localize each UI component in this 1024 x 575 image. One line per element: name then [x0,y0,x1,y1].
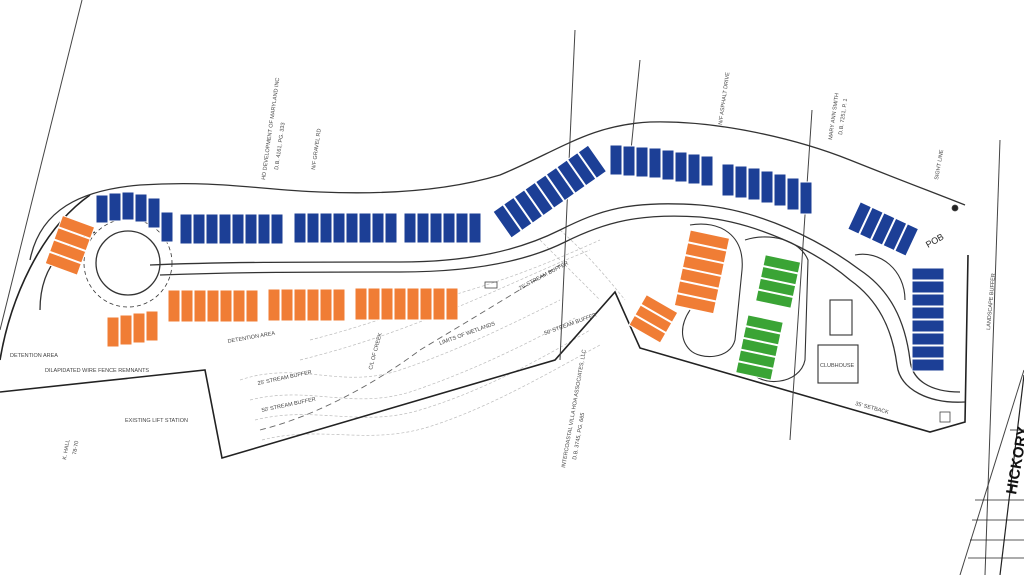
title-block: HICKORY [968,374,1024,575]
detail-marks [484,204,959,423]
orange-units-bottom-row-1 [167,289,259,323]
orange-units-left-cluster [44,214,96,276]
sight-line-label: SIGHT LINE [934,149,945,180]
stream-buffer-3: 25' STREAM BUFFER [257,370,312,387]
title-block-label: HICKORY [1003,425,1024,496]
stream-buffer-4: 50' STREAM BUFFER [261,397,316,414]
blue-units-top-middle [293,212,482,244]
orange-units-right-cluster [673,229,731,315]
owner-bottom-left-ref: 78-70 [72,440,80,455]
clubhouse-label: CLUBHOUSE [820,363,855,369]
blue-units-right-vertical [911,267,945,372]
blue-units-top-right-1 [609,144,714,187]
owner-bottom-left: K. HALL [62,439,71,460]
stream-buffer-1: 25' STREAM BUFFER [518,261,570,292]
blue-units-far-right-diagonal [847,201,920,257]
green-units-upper [755,254,802,309]
blue-units-top-right-2 [721,163,813,215]
asphalt-drive-label: N/F ASPHALT DRIVE [718,72,731,126]
parking-loop [681,223,906,384]
detention-label-1: DETENTION AREA [10,353,58,359]
orange-units-bottom-row-2 [267,288,346,322]
owner-top-ref: D.B. 4161, PG. 333 [274,122,287,170]
landscape-label: LANDSCAPE BUFFER [986,273,997,330]
green-units-lower [735,314,784,381]
orange-units-bottom-row-3 [354,287,459,321]
owner-right-ref: D.B. 7251, P. 1 [838,98,849,135]
blue-units-top-left [95,191,284,245]
creek [259,264,561,431]
pob-label: POB [924,232,945,250]
orange-units-small-diagonal [628,293,679,344]
setback-label: 35' SETBACK [854,401,889,416]
contour-lines [239,229,626,441]
gravel-rd-label: N/F GRAVEL RD [311,128,323,170]
creek-label: C/L OF CREEK [368,332,384,371]
detention-label-2: DETENTION AREA [227,331,276,345]
property-boundary [0,194,969,460]
orange-units-bottom-left [106,310,159,348]
road-edges [29,121,966,403]
lift-station-label: EXISTING LIFT STATION [125,418,188,424]
stream-buffer-2: 50' STREAM BUFFER [544,312,598,337]
blue-units-diagonal [492,144,608,239]
fence-label: DILAPIDATED WIRE FENCE REMNANTS [45,368,149,374]
cul-de-sac [83,218,173,308]
